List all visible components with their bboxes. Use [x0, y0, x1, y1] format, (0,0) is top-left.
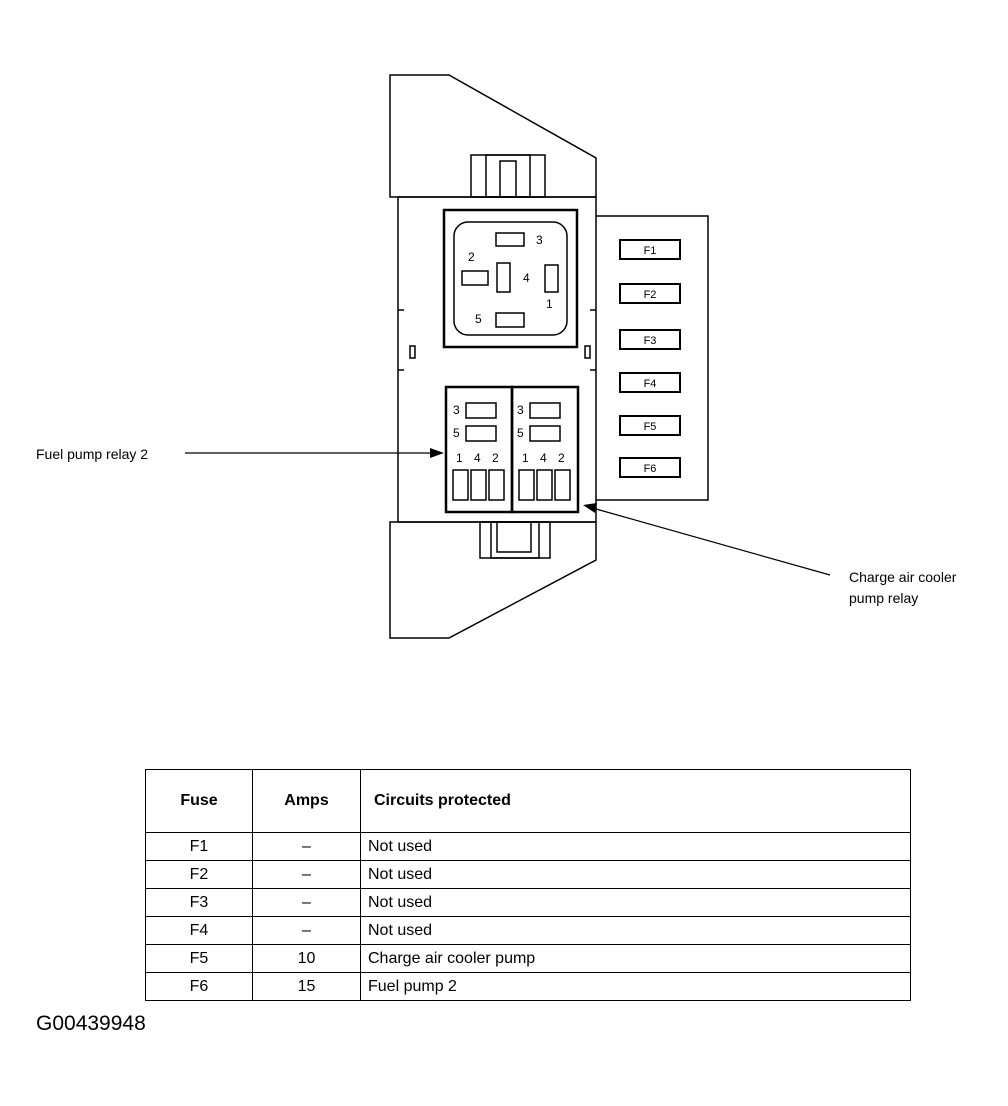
fuse-f3 [619, 329, 681, 350]
table-row: F5 10 Charge air cooler pump [145, 944, 911, 973]
cell-amps: 10 [252, 944, 361, 973]
relay-left-terminal-4: 4 [474, 451, 481, 465]
fuse-label-f6: F6 [644, 463, 657, 475]
cell-fuse: F6 [145, 972, 253, 1001]
relay-large-terminal-4: 4 [523, 271, 530, 285]
callout-charge-air-line1: Charge air cooler [849, 569, 957, 585]
cell-circuit: Not used [360, 860, 911, 889]
relay-large-terminal-3: 3 [536, 233, 543, 247]
table-row: F6 15 Fuel pump 2 [145, 972, 911, 1001]
relay-large-terminal-2: 2 [468, 250, 475, 264]
table-row: F2 – Not used [145, 860, 911, 889]
fuse-box-diagram: 3 2 4 1 5 3 5 1 4 2 3 5 1 4 2 F1 F2 F3 F… [185, 74, 831, 639]
relay-right-terminal-5: 5 [517, 426, 524, 440]
cell-circuit: Fuel pump 2 [360, 972, 911, 1001]
fuse-f4 [619, 372, 681, 393]
cell-amps: 15 [252, 972, 361, 1001]
cell-circuit: Not used [360, 916, 911, 945]
callout-fuel-pump-relay: Fuel pump relay 2 [36, 446, 149, 462]
relay-right [510, 385, 580, 514]
relay-large-terminal-1: 1 [546, 297, 553, 311]
relay-left-terminal-5: 5 [453, 426, 460, 440]
cell-circuit: Charge air cooler pump [360, 944, 911, 973]
cell-amps: – [252, 860, 361, 889]
relay-large-terminal-5: 5 [475, 312, 482, 326]
relay-large [442, 208, 579, 349]
table-row: F4 – Not used [145, 916, 911, 945]
fuse-label-f2: F2 [644, 289, 657, 301]
table-header-row: Fuse Amps Circuits protected [145, 769, 911, 833]
connector-bottom [479, 521, 551, 559]
housing-bottom [389, 521, 597, 639]
header-circuits: Circuits protected [360, 769, 911, 833]
leader-charge-air-relay [595, 508, 831, 576]
connector-top [470, 154, 546, 198]
relay-left-terminal-3: 3 [453, 403, 460, 417]
arrowhead-charge-air-relay [583, 503, 597, 513]
fuse-label-f4: F4 [644, 378, 657, 390]
header-amps: Amps [252, 769, 361, 833]
cell-fuse: F1 [145, 832, 253, 861]
fuse-f2 [619, 283, 681, 304]
cell-circuit: Not used [360, 832, 911, 861]
relay-right-terminal-1: 1 [522, 451, 529, 465]
cell-fuse: F4 [145, 916, 253, 945]
arrowhead-fuel-pump-relay [430, 448, 444, 458]
table-row: F1 – Not used [145, 832, 911, 861]
fuse-label-f1: F1 [644, 245, 657, 257]
fuse-label-f3: F3 [644, 335, 657, 347]
fuse-f5 [619, 415, 681, 436]
table-row: F3 – Not used [145, 888, 911, 917]
cell-amps: – [252, 832, 361, 861]
relay-right-terminal-3: 3 [517, 403, 524, 417]
relay-right-terminal-2: 2 [558, 451, 565, 465]
relay-right-terminal-4: 4 [540, 451, 547, 465]
cell-fuse: F2 [145, 860, 253, 889]
housing-top [389, 74, 597, 198]
cell-circuit: Not used [360, 888, 911, 917]
cell-fuse: F3 [145, 888, 253, 917]
cell-fuse: F5 [145, 944, 253, 973]
fuse-f6 [619, 457, 681, 478]
figure-id: G00439948 [36, 1012, 146, 1035]
fuse-table: Fuse Amps Circuits protected F1 – Not us… [145, 769, 911, 1001]
relay-left-terminal-2: 2 [492, 451, 499, 465]
callout-charge-air-cooler-relay: Charge air cooler pump relay [849, 567, 956, 609]
relay-left-terminal-1: 1 [456, 451, 463, 465]
header-fuse: Fuse [145, 769, 253, 833]
cell-amps: – [252, 888, 361, 917]
callout-charge-air-line2: pump relay [849, 590, 919, 606]
fuse-f1 [619, 239, 681, 260]
fuse-panel [596, 215, 709, 501]
cell-amps: – [252, 916, 361, 945]
fuse-label-f5: F5 [644, 421, 657, 433]
